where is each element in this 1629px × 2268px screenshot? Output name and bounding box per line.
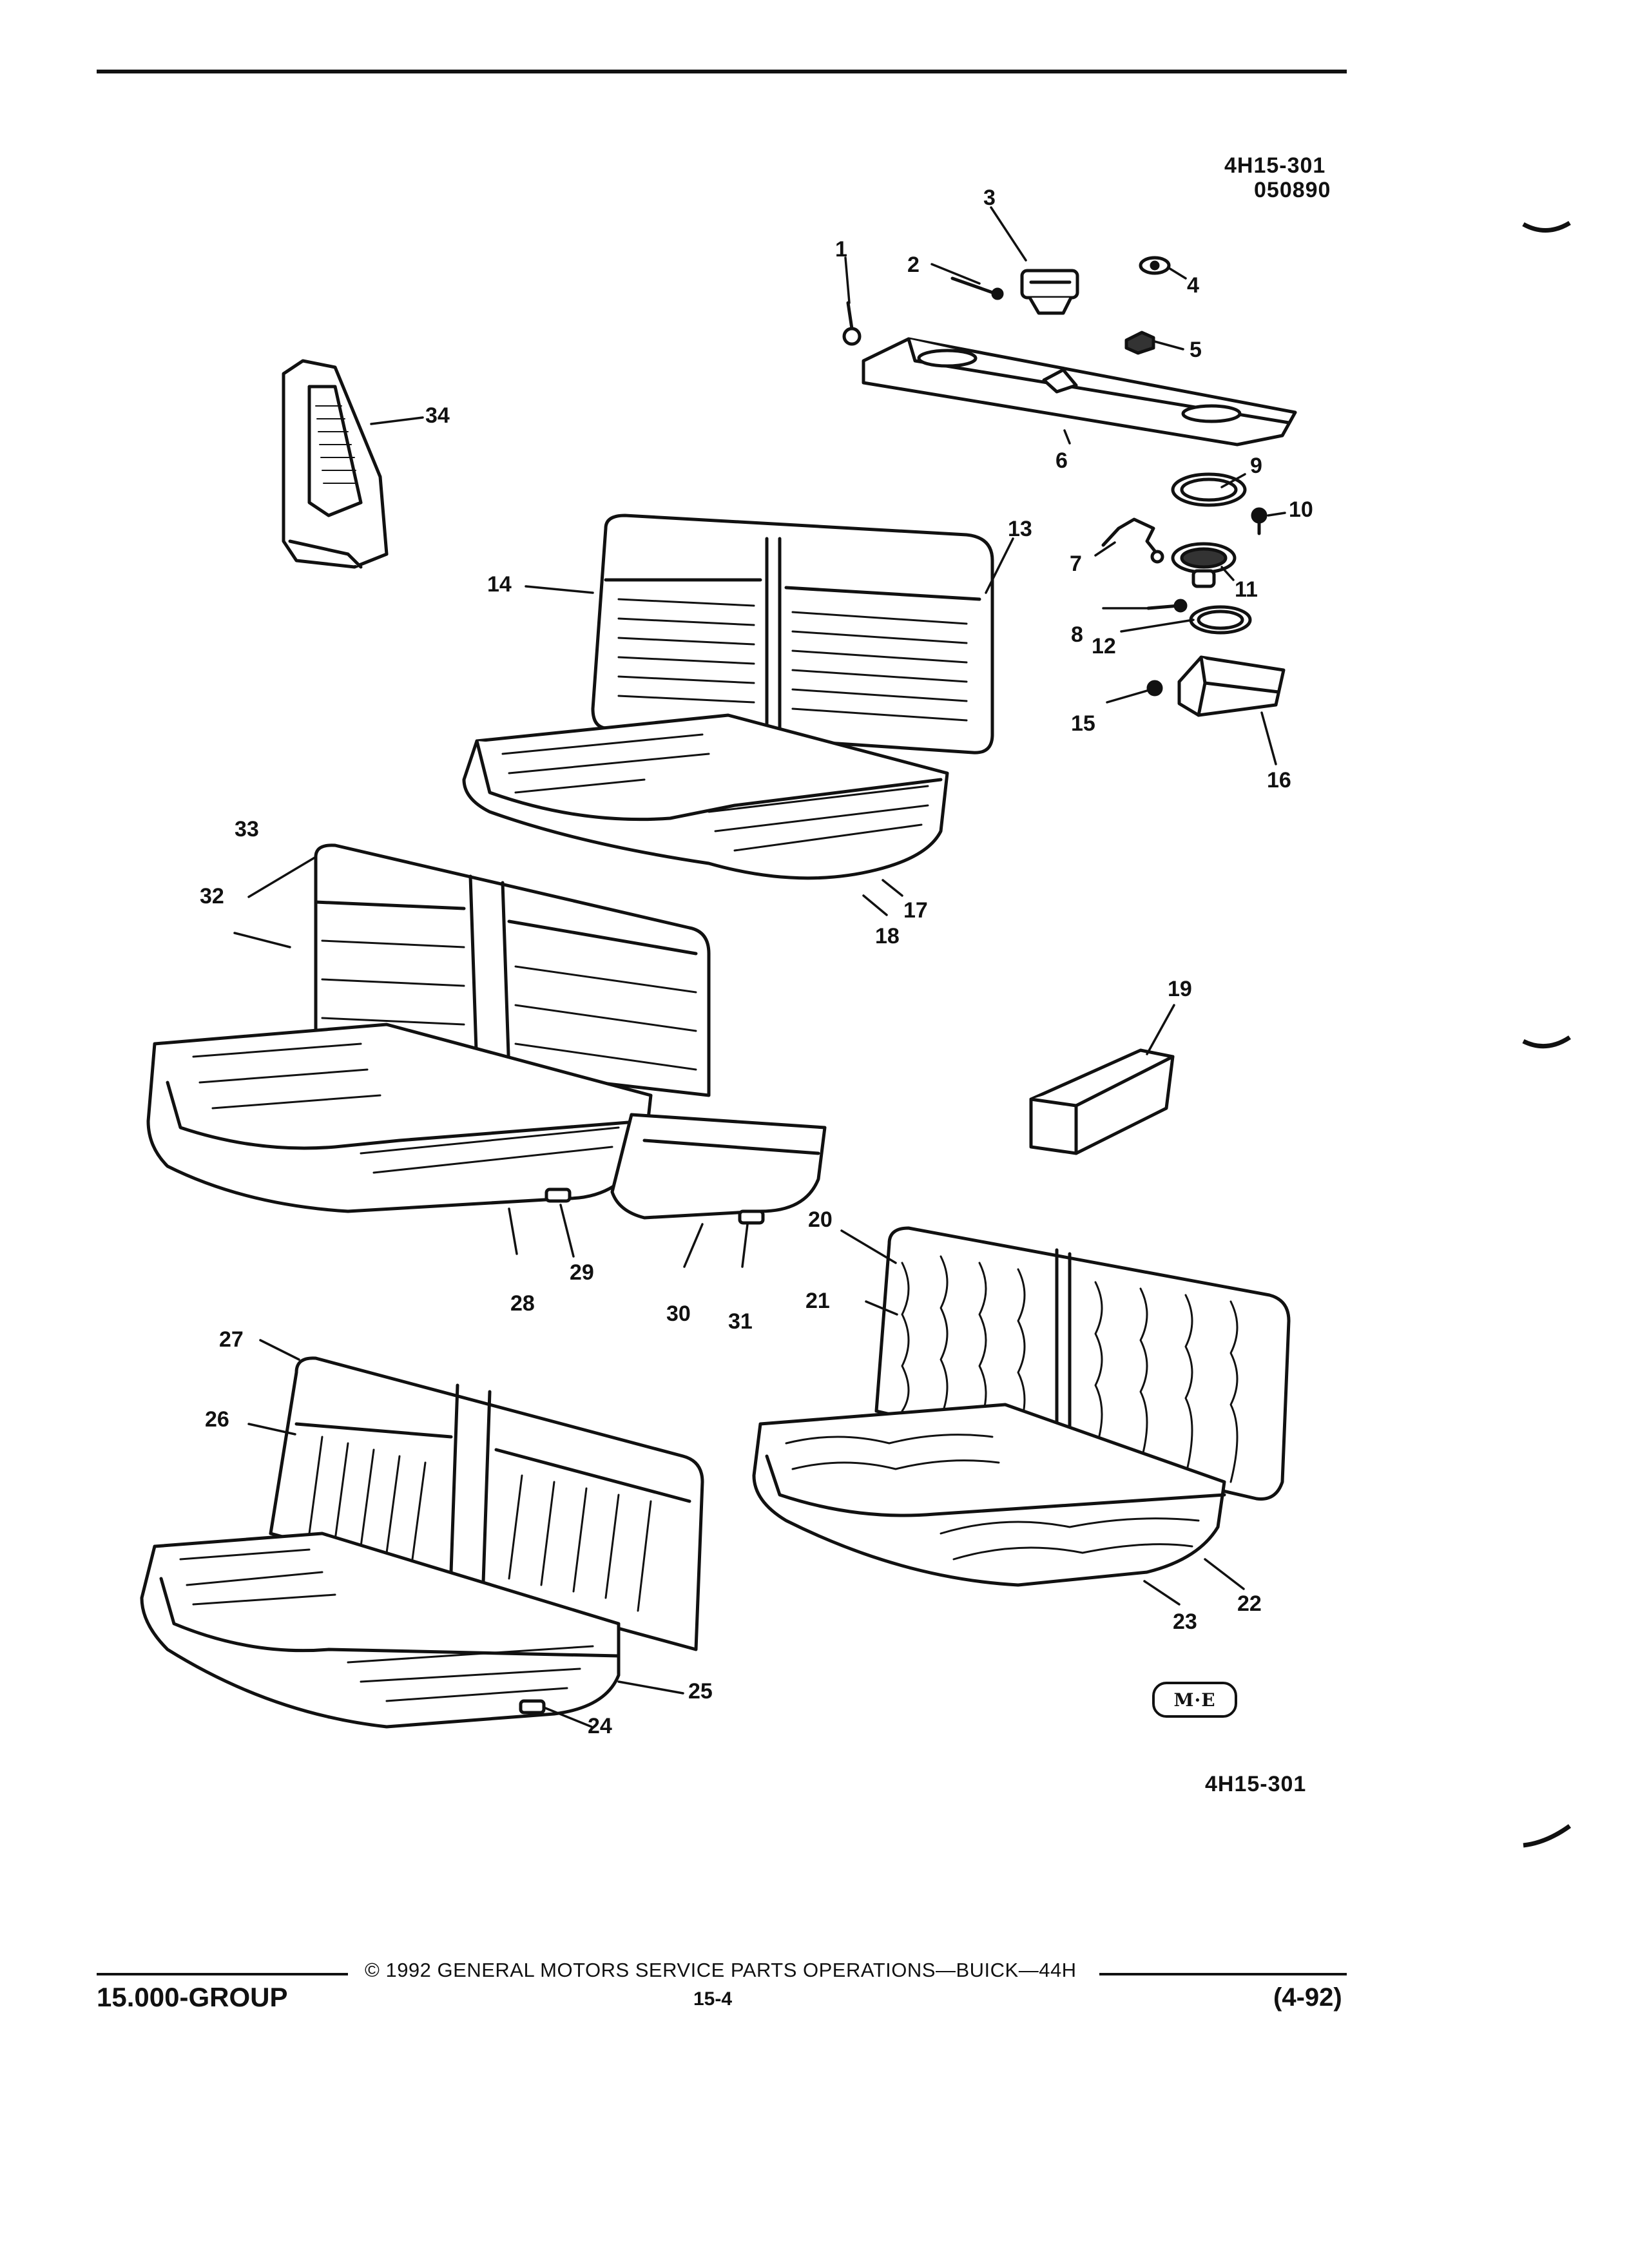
part-15-screw-icon [1146, 680, 1163, 697]
callout-8: 8 [1071, 622, 1083, 647]
footer-copyright: © 1992 GENERAL MOTORS SERVICE PARTS OPER… [365, 1959, 1077, 1981]
callout-32: 32 [200, 884, 224, 908]
footer-page-number: 15-4 [693, 1988, 733, 2010]
part-9-speaker-ring-icon [1171, 472, 1247, 507]
footer-rule-right [1099, 1973, 1347, 1975]
part-1-fastener-icon [842, 301, 862, 346]
callout-2: 2 [907, 253, 920, 277]
callout-31: 31 [728, 1309, 753, 1334]
part-7-wire-harness-icon [1101, 517, 1164, 564]
callout-9: 9 [1250, 454, 1262, 478]
callout-18: 18 [875, 924, 900, 948]
part-6-package-shelf-icon [862, 337, 1297, 447]
middle-split-bench-seat-icon [146, 843, 827, 1225]
lower-bench-seat-icon [140, 1356, 704, 1729]
callout-11: 11 [1235, 577, 1258, 602]
footer-group: 15.000-GROUP [97, 1982, 288, 2012]
callout-3: 3 [983, 186, 996, 210]
callout-numbers: 1 2 3 4 5 6 7 8 9 10 11 12 13 14 15 16 1… [200, 186, 1313, 1738]
footer-revision: (4-92) [1273, 1983, 1342, 2012]
illustration-date: 050890 [1254, 178, 1331, 202]
top-rule [97, 70, 1347, 73]
part-12-ring-icon [1189, 605, 1252, 635]
leader-lines [233, 206, 1286, 1728]
callout-19: 19 [1168, 977, 1192, 1001]
callout-10: 10 [1289, 497, 1313, 522]
callout-1: 1 [835, 237, 847, 262]
callout-25: 25 [688, 1679, 713, 1704]
callout-24: 24 [588, 1714, 612, 1738]
callout-16: 16 [1267, 768, 1291, 793]
callout-4: 4 [1187, 273, 1199, 298]
callout-29: 29 [570, 1260, 594, 1285]
callout-12: 12 [1092, 634, 1116, 658]
callout-15: 15 [1071, 711, 1095, 736]
part-5-retainer-icon [1124, 331, 1155, 355]
footer-rule-left [97, 1973, 348, 1975]
callout-26: 26 [205, 1407, 229, 1432]
callout-7: 7 [1070, 552, 1082, 576]
callout-34: 34 [425, 403, 450, 428]
me-stamp-label: M·E [1173, 1689, 1216, 1711]
illustration-id: 4H15-301 [1224, 153, 1326, 178]
callout-22: 22 [1237, 1591, 1262, 1616]
callout-23: 23 [1173, 1610, 1197, 1634]
cloth-bench-seat-icon [752, 1226, 1291, 1587]
callout-30: 30 [666, 1302, 691, 1326]
part-34-trim-panel-icon [282, 359, 389, 569]
callout-5: 5 [1190, 338, 1202, 362]
part-19-armrest-icon [1029, 1048, 1175, 1155]
scan-mark-middle [1522, 1035, 1571, 1049]
callout-27: 27 [219, 1327, 244, 1352]
part-16-speaker-box-icon [1177, 655, 1286, 717]
callout-28: 28 [510, 1291, 535, 1316]
callout-17: 17 [903, 898, 928, 923]
callout-6: 6 [1055, 448, 1068, 473]
part-10-screw-icon [1251, 507, 1268, 535]
scan-mark-bottom [1523, 1824, 1572, 1848]
callout-20: 20 [808, 1207, 833, 1232]
part-8-screw-icon [1146, 599, 1188, 613]
bottom-illustration-id: 4H15-301 [1205, 1772, 1307, 1796]
part-2-screw-icon [950, 276, 1004, 300]
part-4-clip-icon [1139, 256, 1171, 275]
callout-14: 14 [487, 572, 512, 597]
part-3-bracket-icon [1020, 269, 1079, 315]
seat-exploded-diagram: 1 2 3 4 5 6 7 8 9 10 11 12 13 14 15 16 1… [140, 186, 1313, 1738]
scan-mark-top [1522, 220, 1571, 233]
me-stamp: M·E [1152, 1682, 1237, 1718]
callout-13: 13 [1008, 517, 1032, 541]
callout-33: 33 [235, 817, 259, 841]
callout-21: 21 [805, 1289, 830, 1313]
upper-bench-seat-icon [462, 514, 994, 880]
part-11-speaker-icon [1171, 542, 1237, 588]
